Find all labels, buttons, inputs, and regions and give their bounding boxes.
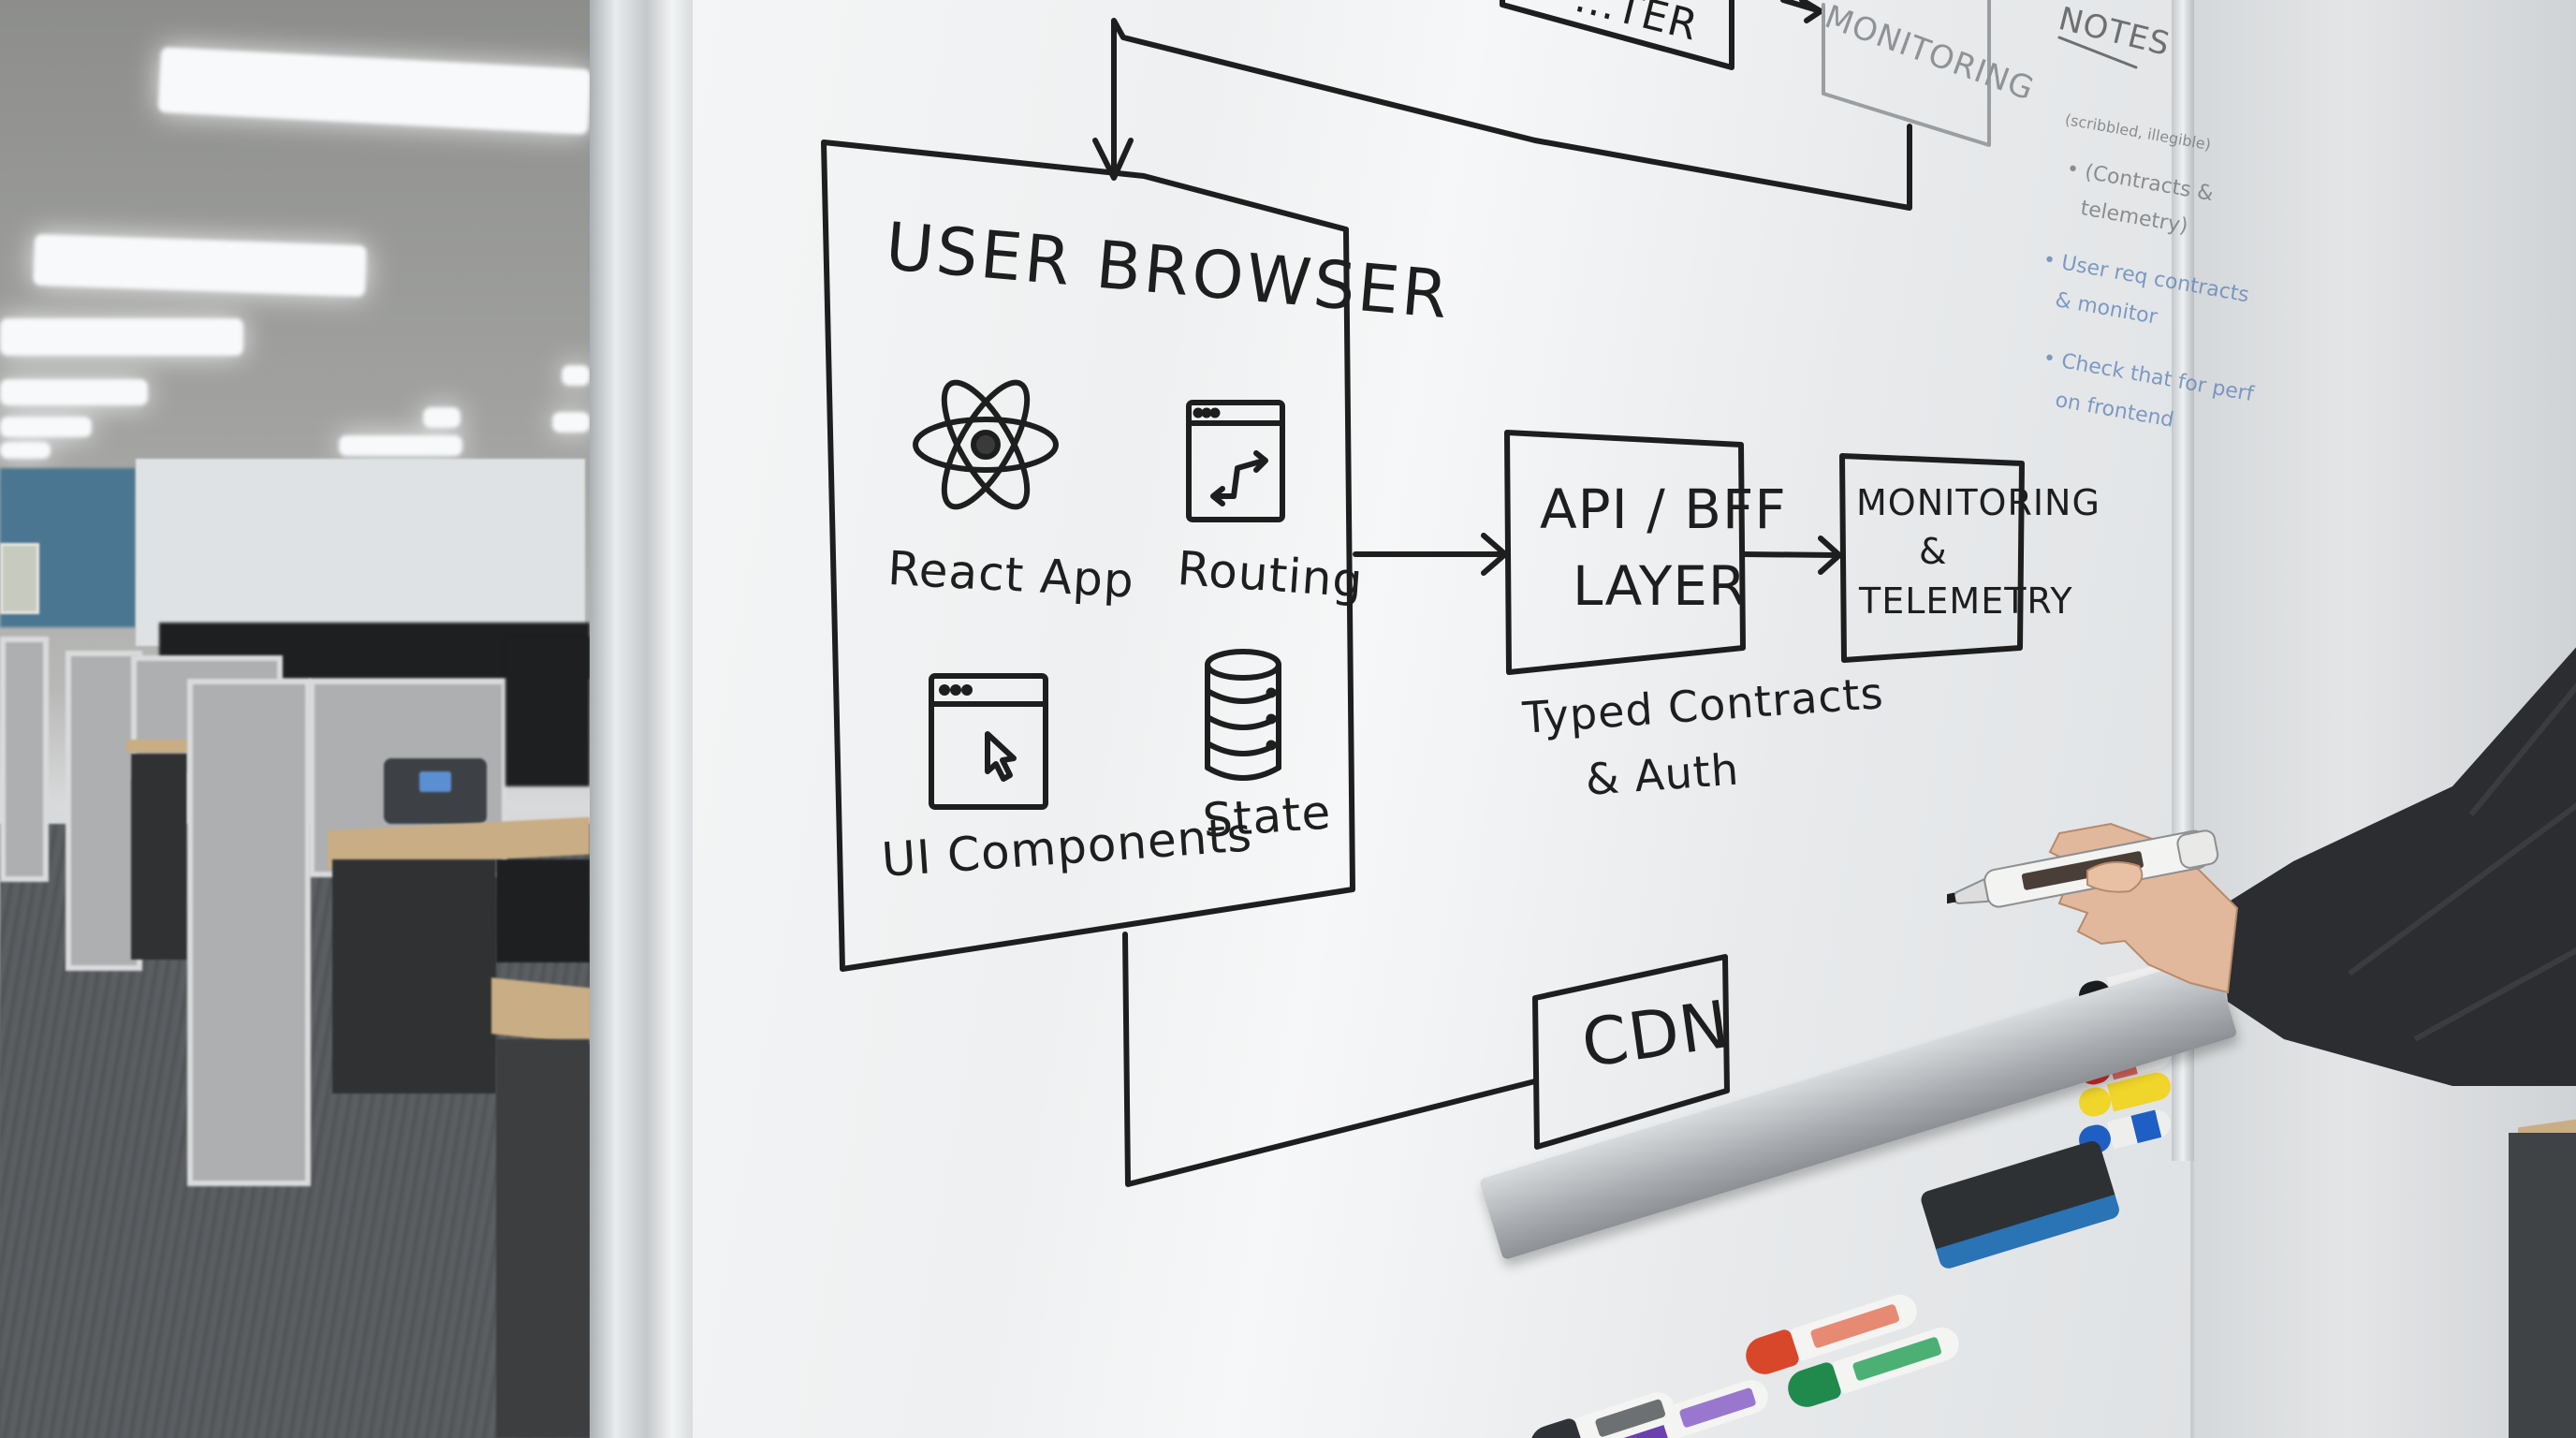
ceiling-light bbox=[552, 412, 590, 433]
ceiling-light bbox=[423, 407, 461, 428]
desk-cabinet bbox=[496, 1039, 590, 1438]
office-back-wall bbox=[136, 459, 585, 646]
monitoring-line2: & bbox=[1919, 531, 1948, 572]
state-label: State bbox=[1201, 785, 1334, 848]
right-cabinet bbox=[2509, 1133, 2576, 1438]
cubicle-monitor bbox=[505, 637, 590, 786]
ceiling-light bbox=[562, 365, 590, 386]
api-caption-line2: & Auth bbox=[1584, 743, 1741, 805]
whiteboard-frame-left bbox=[590, 0, 693, 1438]
desk-phone bbox=[384, 758, 487, 824]
ceiling-light bbox=[0, 379, 148, 405]
ceiling-light bbox=[0, 417, 92, 437]
monitoring-line3: TELEMETRY bbox=[1859, 580, 2073, 622]
api-bff-title-line1: API / BFF bbox=[1540, 477, 1787, 541]
sleeve bbox=[2218, 647, 2576, 1086]
desk-top bbox=[491, 977, 594, 1045]
ceiling-light bbox=[0, 442, 51, 459]
desk-drawer bbox=[496, 859, 590, 962]
monitoring-line1: MONITORING bbox=[1856, 482, 2100, 523]
ceiling-light bbox=[0, 318, 243, 356]
ceiling-light bbox=[339, 435, 462, 456]
desk-drawer bbox=[332, 859, 496, 1093]
phone-screen bbox=[419, 771, 451, 792]
desk-top bbox=[126, 740, 192, 753]
ceiling-light bbox=[33, 233, 367, 298]
wall-picture bbox=[0, 543, 39, 614]
api-bff-title-line2: LAYER bbox=[1573, 554, 1748, 618]
cubicle-panel bbox=[187, 679, 311, 1186]
desk-drawer bbox=[131, 754, 187, 960]
cubicle-panel bbox=[0, 637, 49, 882]
background-office bbox=[0, 0, 637, 1438]
ceiling-light bbox=[157, 47, 592, 135]
hand-holding-marker bbox=[1947, 647, 2576, 1086]
